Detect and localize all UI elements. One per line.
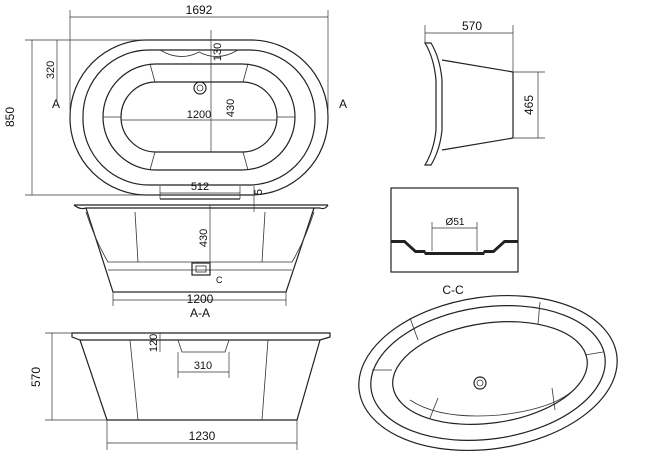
iso-panel (551, 387, 556, 411)
iso-waste-inner (476, 379, 484, 387)
panel-line (242, 151, 249, 171)
end-profile-bottom-edge (441, 137, 514, 151)
tap-deck (159, 49, 239, 57)
iso-outer-rim (358, 294, 618, 452)
section-panel (261, 211, 266, 263)
end-profile-outer (423, 42, 443, 166)
iso-floor (409, 384, 579, 417)
dim-depth: 430 (198, 229, 210, 247)
dim-waste-diameter: Ø51 (446, 217, 465, 228)
section-caption-aa: A-A (190, 306, 210, 320)
panel-line (149, 151, 156, 171)
section-outer-wall (85, 207, 315, 293)
dim-plinth-width: 310 (194, 360, 212, 372)
front-rim (71, 332, 331, 341)
section-panel (134, 211, 139, 263)
end-view: 570 465 (423, 19, 545, 166)
detail-caption-cc: C-C (442, 283, 464, 297)
dim-overall-width: 850 (3, 107, 17, 127)
dim-front-height: 570 (29, 367, 43, 387)
section-mark-right: A (339, 97, 347, 111)
iso-bowl (392, 321, 588, 425)
dim-waste-width: 512 (191, 181, 209, 193)
detail-profile (391, 240, 518, 255)
iso-panel (429, 397, 439, 419)
tub-inner-rim (82, 49, 316, 186)
dim-inner-width: 320 (45, 61, 57, 79)
iso-waste-outlet (473, 376, 487, 390)
section-inner-wall (85, 211, 315, 263)
detail-mark-c: C (216, 275, 223, 285)
dim-base-length: 1200 (187, 292, 214, 306)
end-profile-top-edge (441, 59, 514, 73)
dim-front-base: 1230 (189, 429, 216, 443)
front-body (79, 339, 321, 421)
dim-end-height: 465 (522, 95, 536, 115)
section-rim-left (73, 204, 329, 210)
iso-inner-rim (370, 305, 606, 441)
panel-line (149, 63, 156, 83)
panel-line (242, 63, 249, 83)
waste-box (191, 262, 211, 276)
dim-top-width: 570 (462, 19, 482, 33)
waste-outlet-inner (196, 84, 204, 92)
dim-overall-length: 1692 (186, 3, 213, 17)
section-aa-view: 512 5 430 1200 C A-A (73, 181, 329, 320)
dim-well-length: 1200 (187, 109, 211, 121)
isometric-view (358, 294, 618, 452)
dim-rim-thickness: 5 (253, 189, 265, 195)
top-view: 1692 850 320 130 430 1200 A A (3, 3, 347, 196)
front-panel (129, 339, 139, 421)
front-plinth (177, 339, 230, 353)
iso-panel (409, 317, 419, 341)
waste-box-inner (195, 265, 207, 273)
dim-well-width: 430 (225, 99, 237, 117)
iso-panel (537, 301, 541, 325)
dim-rim-offset: 130 (212, 43, 224, 61)
dim-plinth-height: 120 (148, 334, 160, 352)
section-mark-left: A (52, 97, 60, 111)
detail-cc-view: Ø51 C-C (390, 187, 519, 297)
front-view: 570 120 310 1230 (29, 332, 331, 450)
iso-panel (584, 351, 604, 356)
waste-outlet (193, 81, 207, 95)
detail-frame (390, 187, 519, 273)
front-panel (261, 339, 269, 421)
